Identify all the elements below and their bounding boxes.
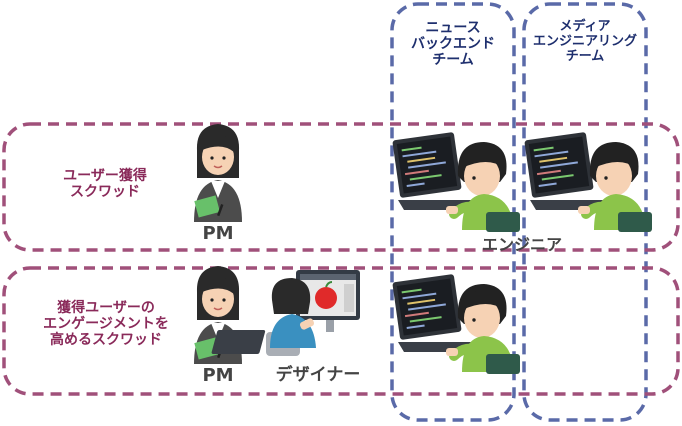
squad-box-engagement [2,266,680,396]
team-label-media-engineering: メディア エンジニアリング チーム [532,19,637,64]
role-label-pm-top: PM [202,223,234,244]
pm-illustration-top [194,124,242,222]
engineer-news-squad1 [392,132,520,232]
designer-illustration [211,270,360,356]
engineer-media-squad1 [524,132,652,232]
role-label-pm-bottom: PM [202,365,234,386]
engineer-news-squad2 [392,274,520,374]
role-label-engineer: エンジニア [481,235,562,254]
team-label-news-backend: ニュース バックエンド チーム [411,20,495,69]
squad-box-user-acquisition [2,122,680,252]
squad-label-user-acquisition: ユーザー獲得 スクワッド [63,168,147,201]
squad-label-engagement: 獲得ユーザーの エンゲージメントを 高めるスクワッド [43,300,169,349]
role-label-designer: デザイナー [275,365,361,385]
